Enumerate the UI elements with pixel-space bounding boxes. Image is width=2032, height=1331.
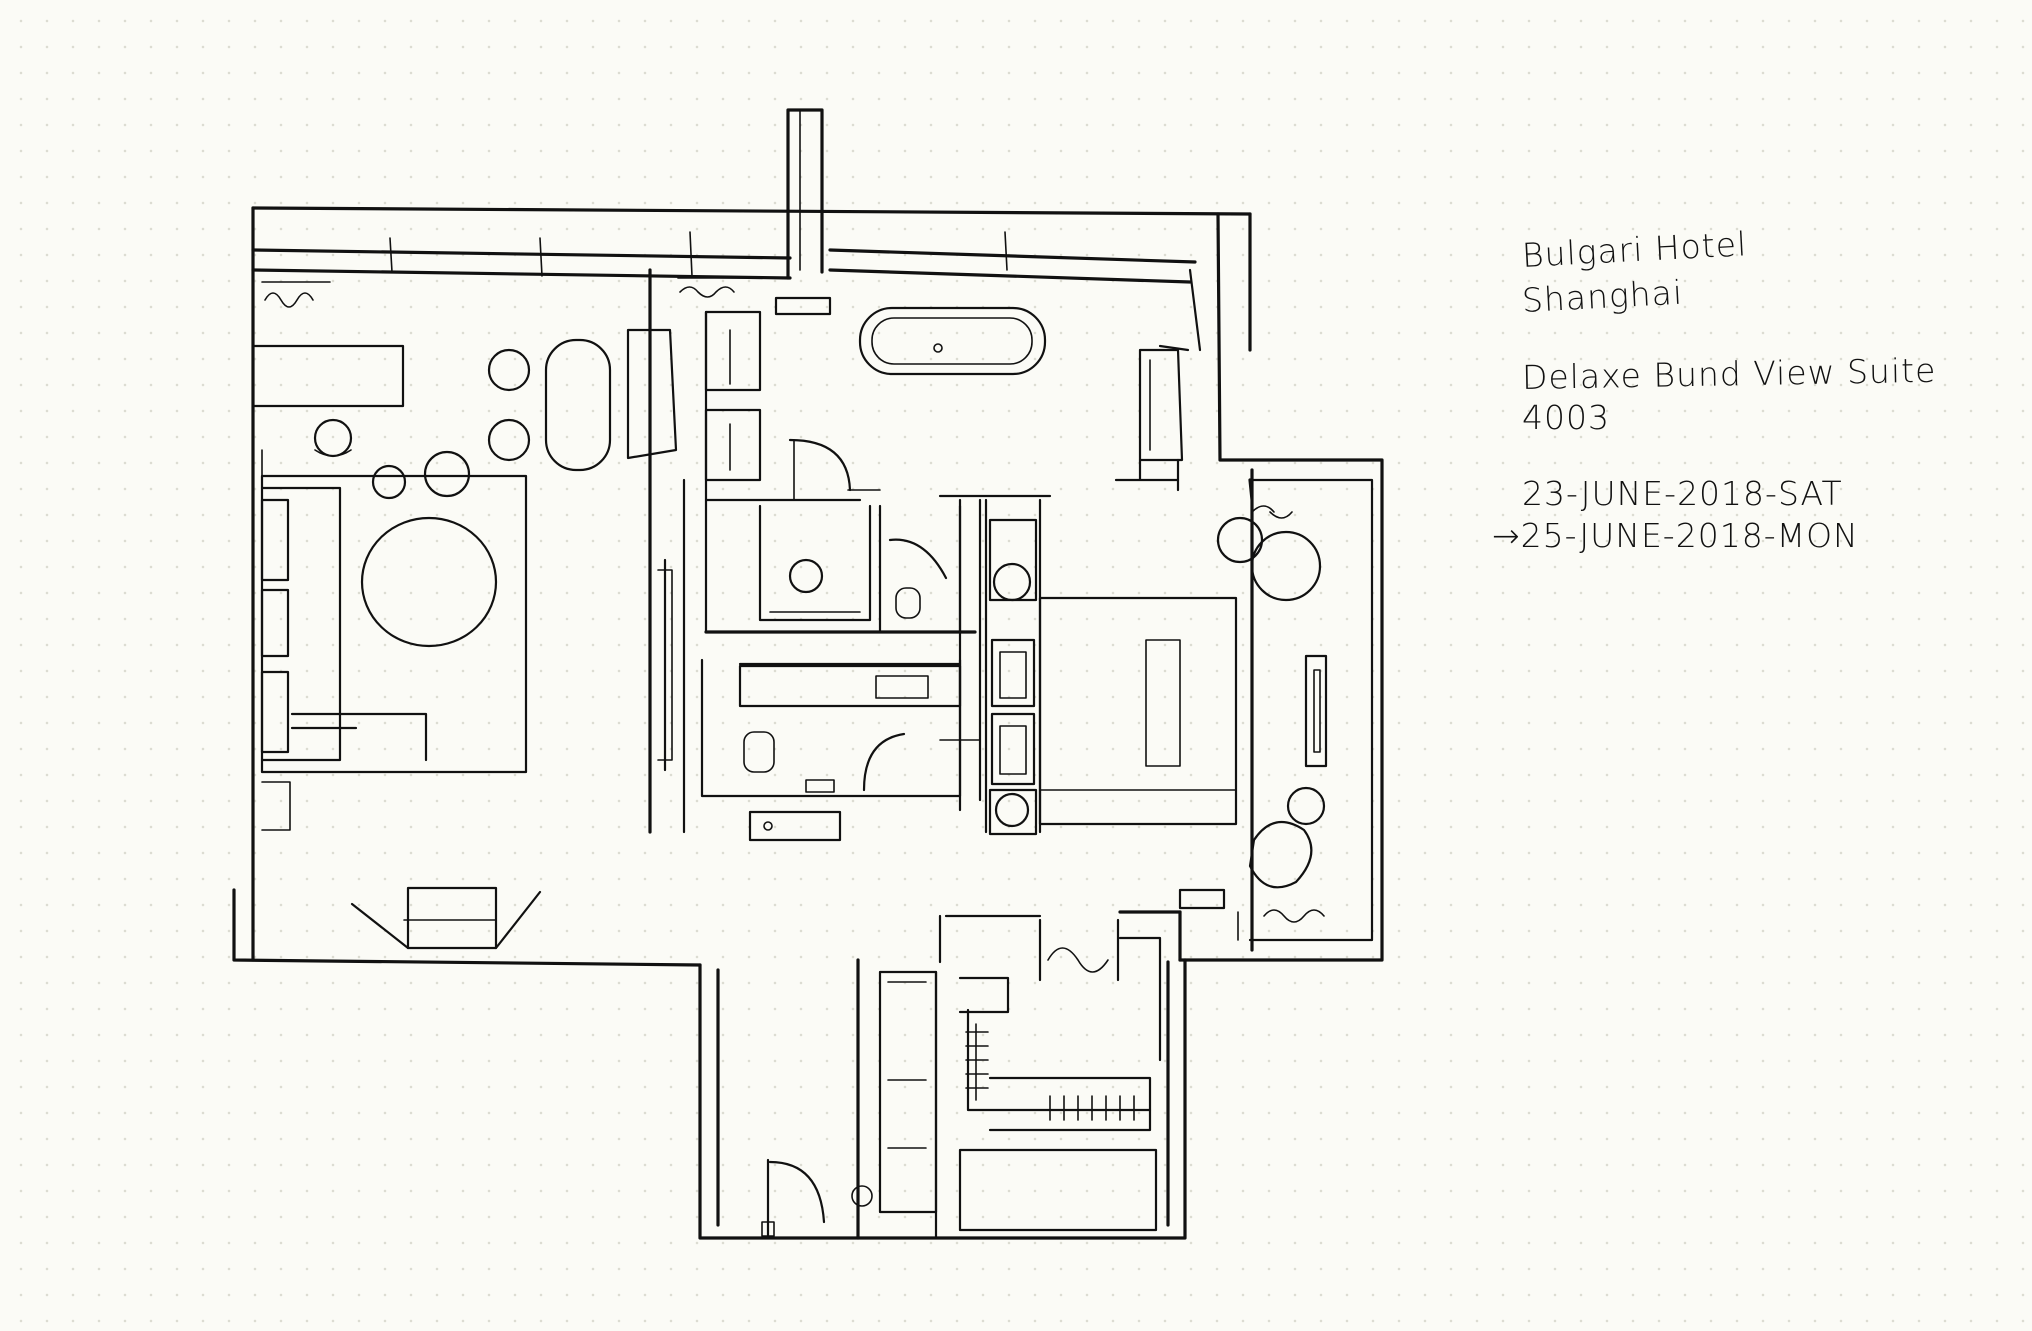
side-table-icon — [1286, 786, 1326, 826]
dining-chair-icon — [487, 418, 531, 462]
entry-walk-in — [761, 914, 1162, 1240]
dining-table — [544, 338, 612, 472]
check-in-date: 23-JUNE-2018-SAT — [1522, 474, 1843, 513]
armchair-icon — [1250, 530, 1322, 602]
coffee-table — [360, 516, 498, 648]
nightstand — [988, 788, 1038, 836]
wardrobe — [878, 970, 938, 1214]
lamp-icon — [992, 562, 1032, 602]
living-room — [251, 268, 686, 950]
tv-unit — [406, 886, 498, 950]
bench — [958, 1148, 1158, 1232]
accent-chair-icon — [371, 464, 407, 500]
door-handle-icon — [851, 1185, 873, 1207]
armchair-icon — [313, 418, 353, 458]
accent-chair-icon — [423, 450, 471, 498]
dining-chair-icon — [487, 348, 531, 392]
sofa-section — [260, 498, 290, 582]
bathtub — [858, 306, 1047, 376]
bed — [1038, 596, 1238, 826]
toilet-icon — [895, 587, 921, 619]
sideboard — [251, 344, 405, 408]
outer-walls — [232, 108, 1384, 1240]
sofa-section — [260, 670, 290, 754]
sofa-section — [260, 588, 290, 658]
shower-drain-icon — [788, 558, 824, 594]
suite-name: Delaxe Bund View Suite — [1521, 350, 1937, 397]
armchair-icon — [1216, 516, 1264, 564]
bedroom — [984, 468, 1374, 952]
lamp-icon — [994, 792, 1030, 828]
check-out-date: →25-JUNE-2018-MON — [1492, 516, 1859, 555]
room-number: 4003 — [1522, 398, 1610, 437]
bathroom — [677, 277, 1052, 842]
dressing-area — [1114, 268, 1202, 492]
toilet-icon — [743, 731, 775, 773]
lounge-chair-icon — [1248, 820, 1313, 889]
